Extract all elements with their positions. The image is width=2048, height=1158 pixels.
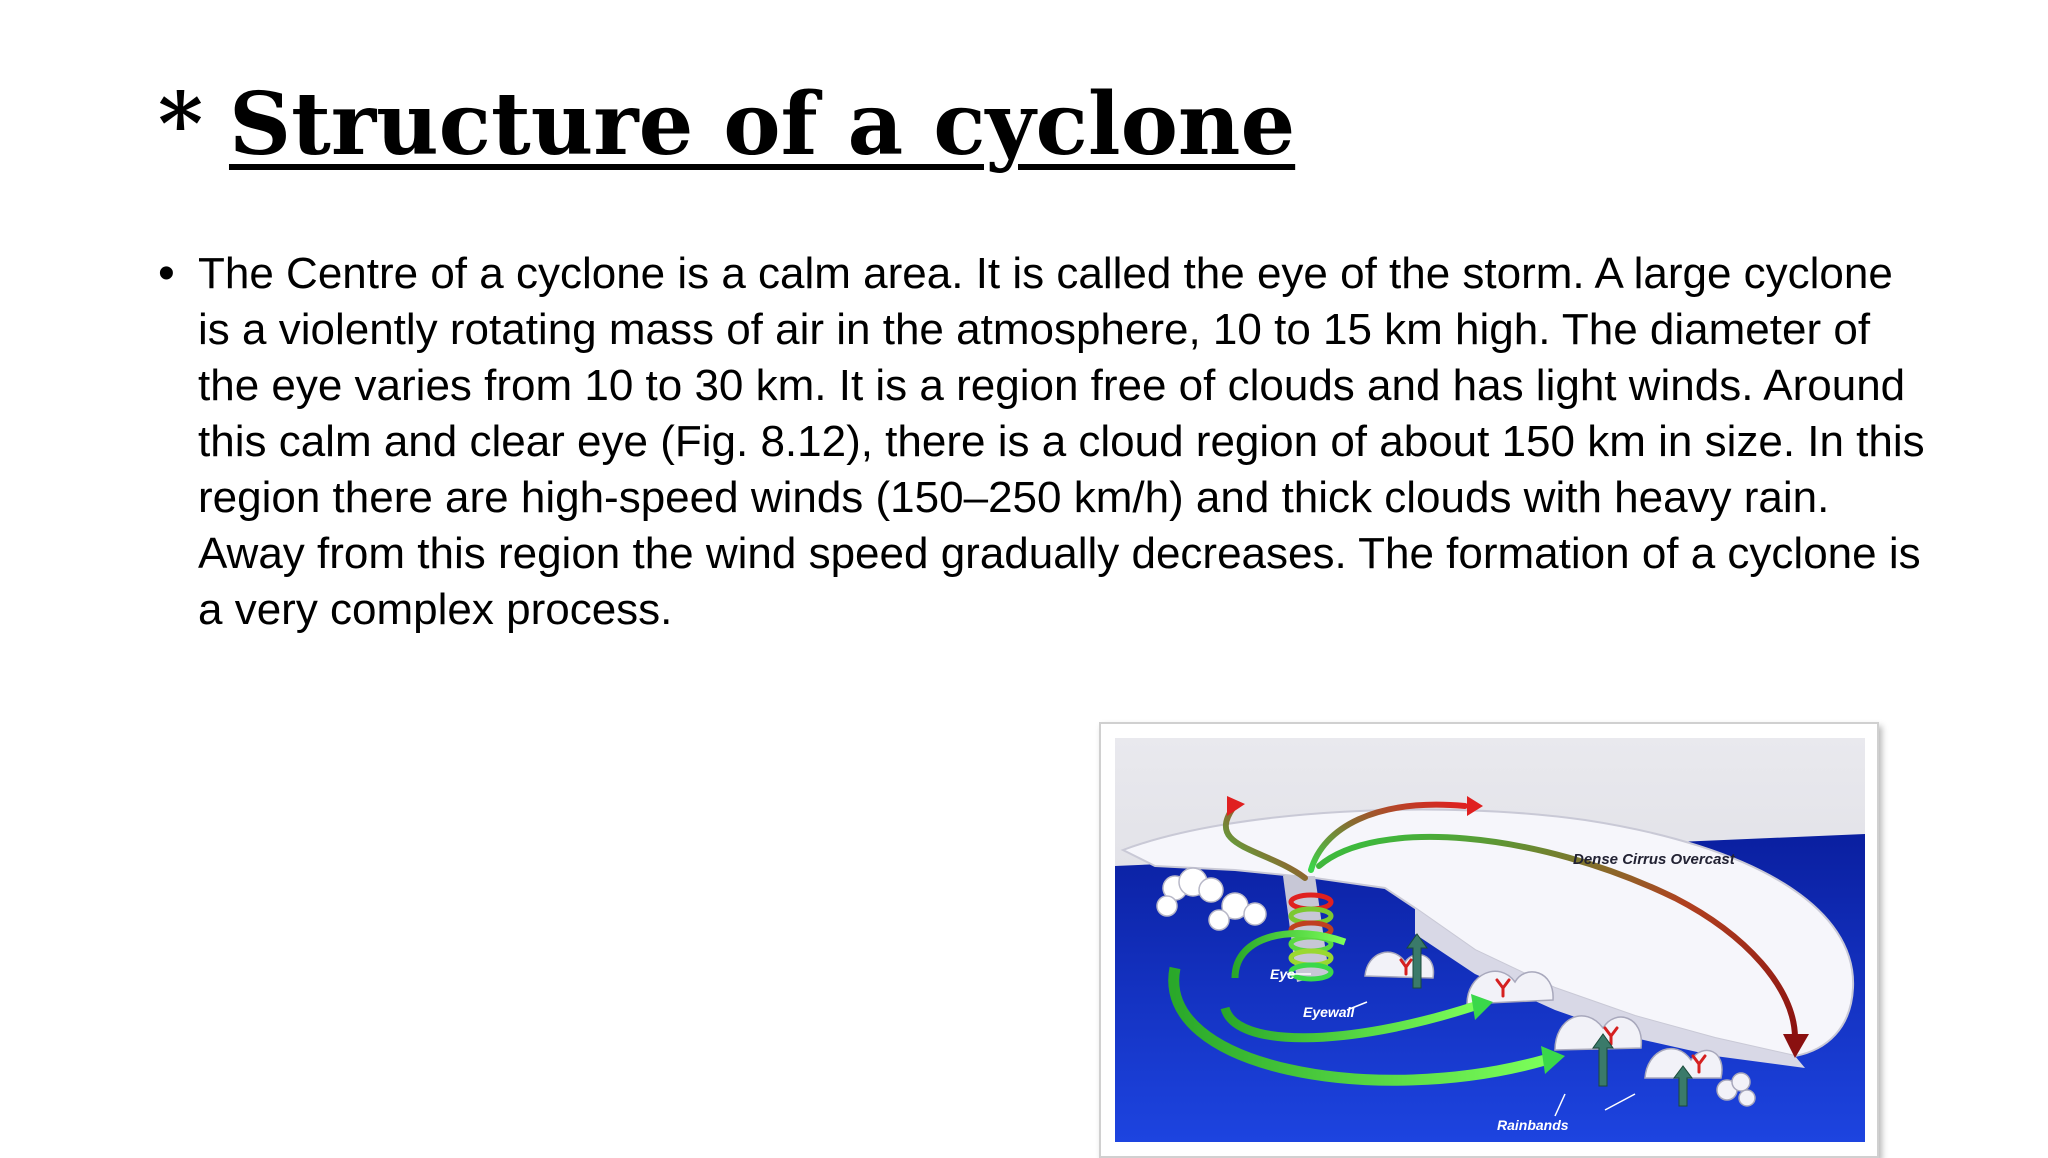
bullet-list: • The Centre of a cyclone is a calm area… [158,246,1928,638]
updraft-arrows [1406,933,1693,1107]
cyclone-diagram: Dense Cirrus Overcast Eye Eyewall Rainba… [1115,738,1865,1142]
bullet-dot-icon: • [158,247,175,300]
cyclone-figure: Dense Cirrus Overcast Eye Eyewall Rainba… [1099,722,1879,1158]
label-rainbands: Rainbands [1497,1117,1569,1133]
bullet-text: The Centre of a cyclone is a calm area. … [198,249,1925,634]
title-text: Structure of a cyclone [228,74,1296,175]
inflow-arrowhead-outer [1541,1046,1565,1074]
outflow-arrow-left [1222,805,1308,881]
rain-marks [1399,958,1707,1074]
outflow-arrow-right [1316,833,1798,1041]
label-eyewall: Eyewall [1303,1004,1355,1020]
title-asterisk: * [158,74,203,175]
bullet-item: • The Centre of a cyclone is a calm area… [158,246,1928,638]
inflow-arc-middle [1220,1001,1477,1043]
leader-lines [1287,973,1636,1117]
eyewall-spiral [1288,892,1334,982]
outflow-arrow-top [1308,801,1468,873]
inflow-arc-inner [1231,930,1347,979]
inflow-arrowhead-middle [1471,994,1493,1020]
slide-title: *Structure of a cyclone [158,77,1295,173]
inflow-arc-outer [1168,966,1547,1086]
label-cirrus: Dense Cirrus Overcast [1573,851,1736,868]
outflow-arrowhead-left [1227,796,1245,816]
cloud-wall [1415,908,1805,1068]
cirrus-overcast-disk [1120,808,1855,1058]
outflow-arrowhead-right [1783,1034,1809,1058]
outflow-arrowhead-top [1467,796,1483,816]
label-eye: Eye [1270,966,1295,982]
left-cloud-puffs [1156,867,1267,931]
